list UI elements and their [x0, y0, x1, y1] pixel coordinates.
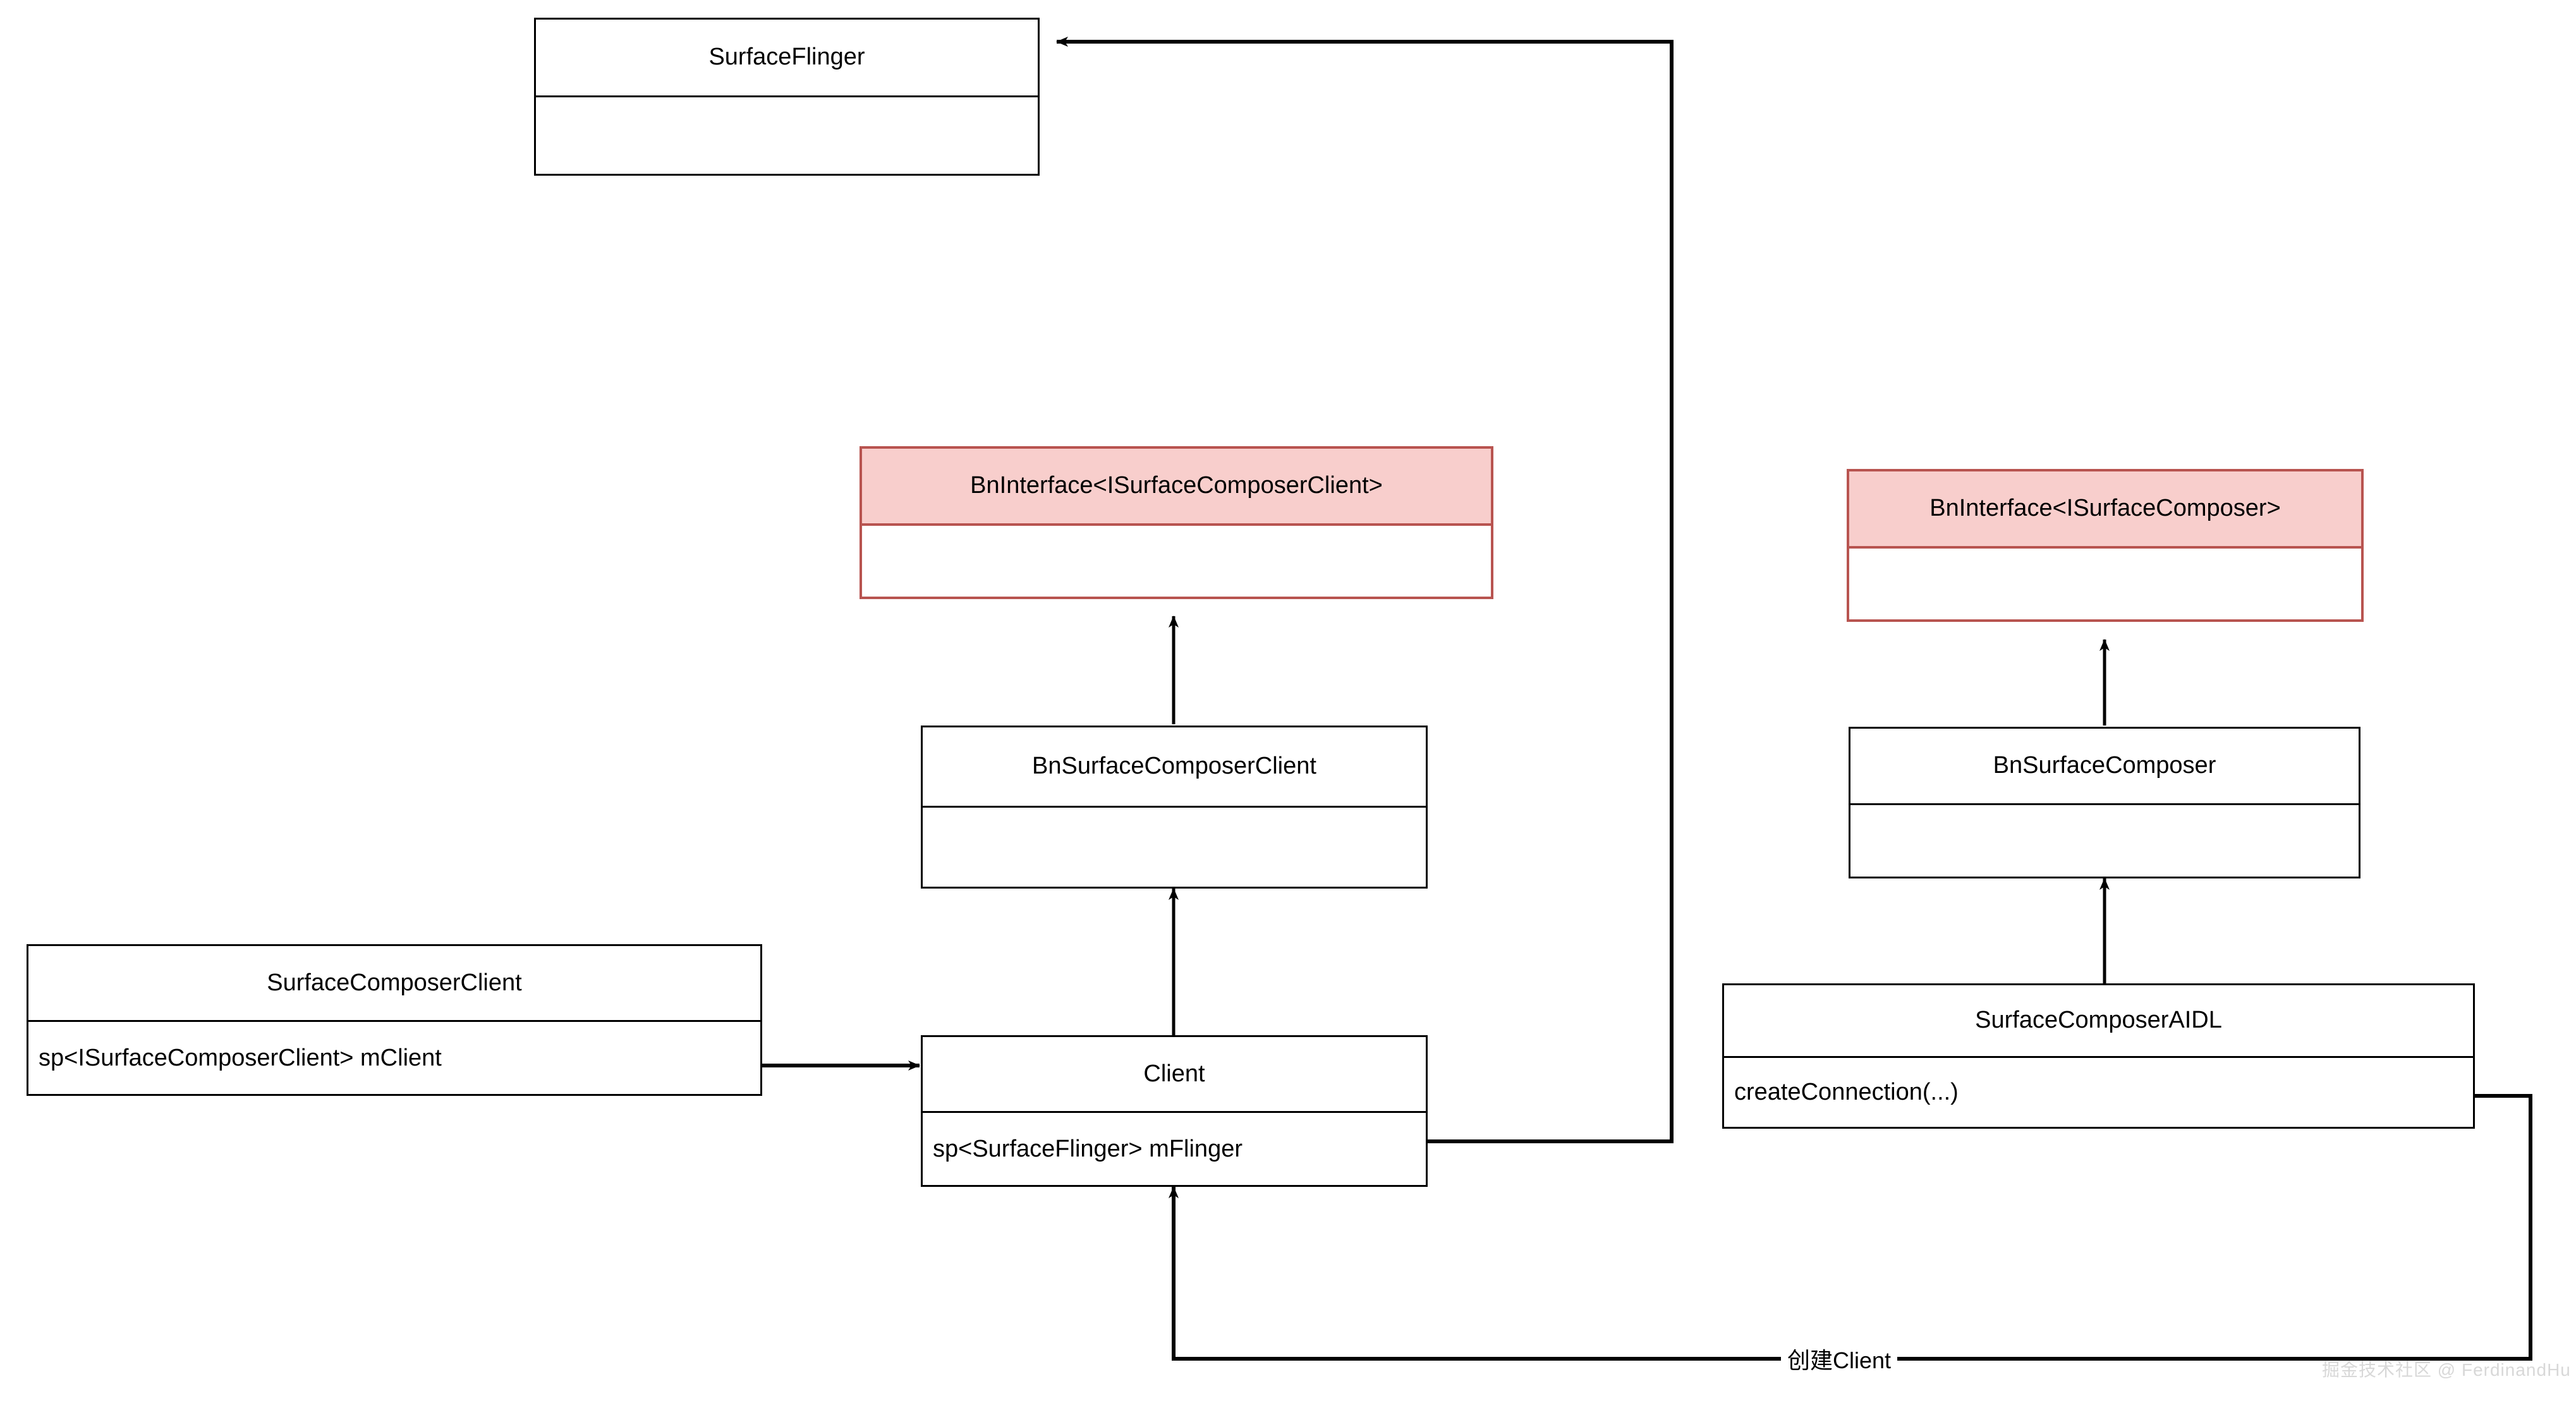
class-divider	[1849, 546, 2361, 549]
class-box-surfacecomposeraidl[interactable]: SurfaceComposerAIDL createConnection(...…	[1722, 983, 2475, 1129]
class-box-bnsurfacecomposer[interactable]: BnSurfaceComposer	[1849, 727, 2360, 878]
class-box-bnsurfacecomposerclient[interactable]: BnSurfaceComposerClient	[921, 726, 1428, 889]
class-title-surfaceflinger: SurfaceFlinger	[708, 44, 865, 71]
class-box-surfaceflinger[interactable]: SurfaceFlinger	[534, 18, 1040, 176]
class-title-bnsurfacecomposerclient: BnSurfaceComposerClient	[1032, 753, 1316, 780]
class-body-bninterface-isurfacecomposerclient	[862, 526, 1491, 597]
class-box-bninterface-isurfacecomposer[interactable]: BnInterface<ISurfaceComposer>	[1847, 469, 2364, 622]
class-body-bninterface-isurfacecomposer	[1849, 549, 2361, 619]
class-divider	[536, 95, 1038, 97]
class-member-surfacecomposerclient-mclient: sp<ISurfaceComposerClient> mClient	[28, 1022, 760, 1094]
class-box-bninterface-isurfacecomposerclient[interactable]: BnInterface<ISurfaceComposerClient>	[860, 446, 1493, 599]
class-title-surfacecomposerclient: SurfaceComposerClient	[267, 969, 522, 996]
class-body-bnsurfacecomposerclient	[923, 808, 1426, 887]
class-title-client: Client	[1143, 1060, 1205, 1087]
class-box-surfacecomposerclient[interactable]: SurfaceComposerClient sp<ISurfaceCompose…	[27, 944, 762, 1096]
class-body-bnsurfacecomposer	[1850, 805, 2359, 877]
class-divider	[28, 1020, 760, 1022]
class-title-bnsurfacecomposer: BnSurfaceComposer	[1993, 752, 2216, 779]
class-title-bninterface-isurfacecomposer: BnInterface<ISurfaceComposer>	[1849, 471, 2361, 546]
class-member-client-mflinger: sp<SurfaceFlinger> mFlinger	[923, 1113, 1426, 1185]
class-method-surfacecomposeraidl-createconnection: createConnection(...)	[1724, 1058, 2473, 1127]
class-divider	[1850, 803, 2359, 805]
watermark-text: 掘金技术社区 @ FerdinandHu	[2322, 1360, 2571, 1380]
class-box-client[interactable]: Client sp<SurfaceFlinger> mFlinger	[921, 1035, 1428, 1187]
class-body-surfaceflinger	[536, 97, 1038, 174]
class-title-surfacecomposeraidl: SurfaceComposerAIDL	[1975, 1007, 2222, 1034]
class-title-bninterface-isurfacecomposerclient: BnInterface<ISurfaceComposerClient>	[862, 449, 1491, 523]
edge-label-create-client: 创建Client	[1781, 1342, 1898, 1375]
class-divider	[1724, 1056, 2473, 1058]
